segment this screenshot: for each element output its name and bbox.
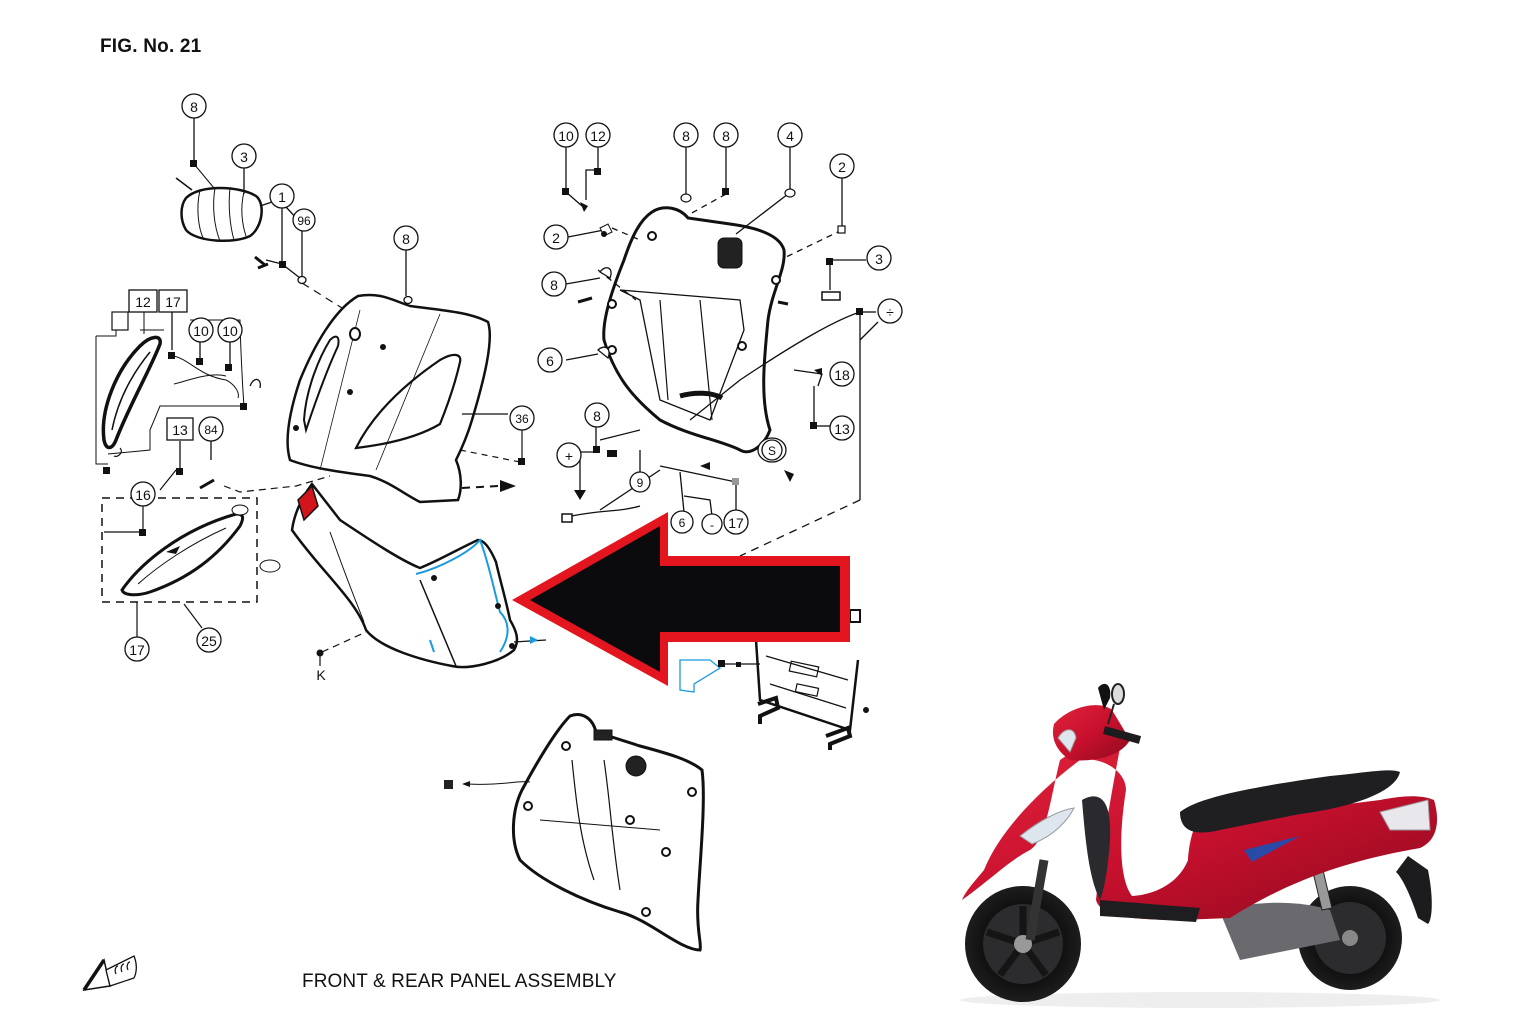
callout-10: 10 xyxy=(222,323,238,339)
callout-10: 10 xyxy=(193,323,209,339)
callout-8: 8 xyxy=(402,231,410,247)
callout-16: 16 xyxy=(135,487,151,503)
callout-36: 36 xyxy=(515,412,529,426)
callout-4: 4 xyxy=(786,128,794,144)
callout-3: 3 xyxy=(875,251,883,267)
callout-13: 13 xyxy=(834,421,850,437)
callout-8: 8 xyxy=(190,99,198,115)
figure-caption: FRONT & REAR PANEL ASSEMBLY xyxy=(302,971,617,992)
side-trim-part xyxy=(95,311,261,468)
callout-84: 84 xyxy=(204,423,218,437)
callout-8: 8 xyxy=(682,128,690,144)
front-lower-panel-part xyxy=(290,481,547,669)
callout-6: 6 xyxy=(546,353,554,369)
callout-9: 9 xyxy=(637,476,644,490)
callout-2: 2 xyxy=(552,230,560,246)
callout-96: 96 xyxy=(297,214,311,228)
callout-3: 3 xyxy=(240,149,248,165)
callout-12: 12 xyxy=(590,128,606,144)
callout-2: 2 xyxy=(838,159,846,175)
headlamp-lens-part xyxy=(120,504,281,597)
callout-17: 17 xyxy=(728,515,744,531)
callout-8: 8 xyxy=(550,277,558,293)
callout-18: 18 xyxy=(834,367,850,383)
grip-cover-part xyxy=(175,163,263,242)
callout-s: S xyxy=(768,444,776,458)
direction-arrow-icon xyxy=(82,955,137,992)
inner-panel-part xyxy=(602,206,786,454)
figure-title: FIG. No. 21 xyxy=(100,36,202,57)
lower-inner-panel-part xyxy=(511,713,705,952)
callout-k: K xyxy=(316,667,326,683)
callout-17: 17 xyxy=(165,294,181,310)
highlight-arrow xyxy=(512,512,850,686)
callout-plus: + xyxy=(565,448,573,464)
callout-bubbles xyxy=(124,93,903,662)
callout-1: 1 xyxy=(278,189,286,205)
rear-bracket-part xyxy=(679,609,869,750)
front-cover-part xyxy=(286,293,492,504)
callout-6: 6 xyxy=(679,516,686,530)
callout-13: 13 xyxy=(172,422,188,438)
callout-12: 12 xyxy=(135,294,151,310)
callout-minus: - xyxy=(710,518,714,532)
callout-10: 10 xyxy=(558,128,574,144)
callout-17: 17 xyxy=(129,642,145,658)
callout-8: 8 xyxy=(593,408,601,424)
assembly-group-box xyxy=(101,497,258,603)
callout-25: 25 xyxy=(201,633,217,649)
callout-8: 8 xyxy=(722,128,730,144)
scooter-photo xyxy=(960,683,1440,1008)
callout-divide: ÷ xyxy=(886,304,894,320)
